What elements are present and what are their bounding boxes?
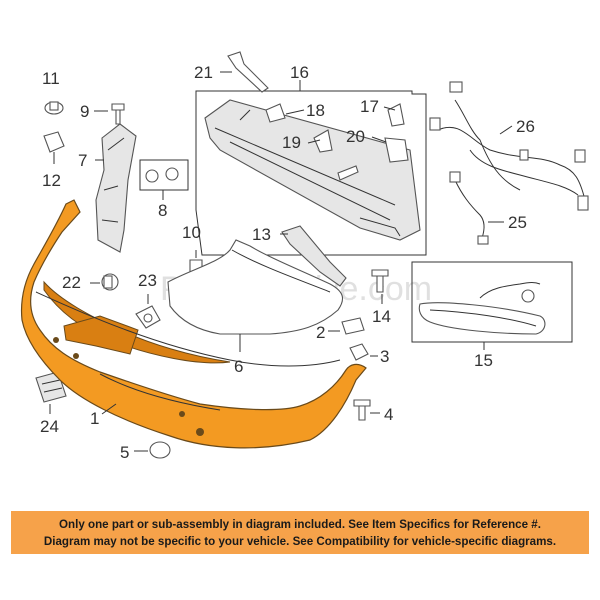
callout-26: 26 xyxy=(516,117,535,136)
callout-25: 25 xyxy=(508,213,527,232)
callout-21: 21 xyxy=(194,63,213,82)
tow-cover-5[interactable] xyxy=(134,441,171,459)
sensor-bracket-23[interactable] xyxy=(135,294,161,329)
callout-2: 2 xyxy=(316,323,325,342)
callout-18: 18 xyxy=(306,101,325,120)
bracket-13[interactable] xyxy=(280,225,347,287)
bolt-9[interactable] xyxy=(94,103,125,125)
clip-2[interactable] xyxy=(328,317,365,335)
callout-22: 22 xyxy=(62,273,81,292)
disclaimer-line-2: Diagram may not be specific to your vehi… xyxy=(43,534,557,548)
group-15-box xyxy=(411,261,573,343)
callout-16: 16 xyxy=(290,63,309,82)
bracket-19[interactable] xyxy=(313,129,333,153)
callout-19: 19 xyxy=(282,133,301,152)
callout-12: 12 xyxy=(42,171,61,190)
nut-12[interactable] xyxy=(43,131,65,164)
callout-14: 14 xyxy=(372,307,391,326)
bulb-icon xyxy=(521,289,535,303)
wiring-harness[interactable] xyxy=(429,81,589,211)
disclaimer-line-1: Only one part or sub-assembly in diagram… xyxy=(59,517,541,531)
callout-20: 20 xyxy=(346,127,365,146)
sensor-wire-25[interactable] xyxy=(449,171,504,245)
group-16-box xyxy=(195,90,427,256)
retainer-3[interactable] xyxy=(349,343,378,361)
disclaimer-banner: Only one part or sub-assembly in diagram… xyxy=(11,511,589,554)
part-21-clip[interactable] xyxy=(220,51,269,93)
bracket-17[interactable] xyxy=(387,103,405,127)
bolt-16a[interactable] xyxy=(337,165,359,181)
bracket-18[interactable] xyxy=(265,103,286,123)
callout-11: 11 xyxy=(42,69,60,88)
callout-5: 5 xyxy=(120,443,129,462)
parking-sensor-22[interactable] xyxy=(90,273,119,291)
callout-9: 9 xyxy=(80,102,89,121)
valance-cover-6[interactable] xyxy=(167,239,344,352)
screw-14[interactable] xyxy=(371,269,389,304)
callout-7: 7 xyxy=(78,151,87,170)
fog-lamp[interactable] xyxy=(418,302,546,335)
callout-4: 4 xyxy=(384,405,393,424)
grommet-11[interactable] xyxy=(44,101,64,115)
fog-lamp-group xyxy=(411,261,573,350)
retainer-8a[interactable] xyxy=(145,169,159,183)
retainer-8-group xyxy=(139,159,189,200)
bracket-20[interactable] xyxy=(384,137,409,163)
callout-6: 6 xyxy=(234,357,243,376)
callout-24: 24 xyxy=(40,417,59,436)
callout-3: 3 xyxy=(380,347,389,366)
bolt-4[interactable] xyxy=(353,399,380,421)
callout-17: 17 xyxy=(360,97,379,116)
bumper-cover-1[interactable] xyxy=(20,199,367,449)
callout-10: 10 xyxy=(182,223,201,242)
callout-23: 23 xyxy=(138,271,157,290)
callout-8: 8 xyxy=(158,201,167,220)
reinforcement-beam-group xyxy=(195,80,427,256)
callout-15: 15 xyxy=(474,351,493,370)
callout-1: 1 xyxy=(90,409,99,428)
callout-13: 13 xyxy=(252,225,271,244)
side-bracket-7[interactable] xyxy=(95,123,137,253)
bracket-24[interactable] xyxy=(35,371,67,414)
retainer-8b[interactable] xyxy=(165,167,179,181)
